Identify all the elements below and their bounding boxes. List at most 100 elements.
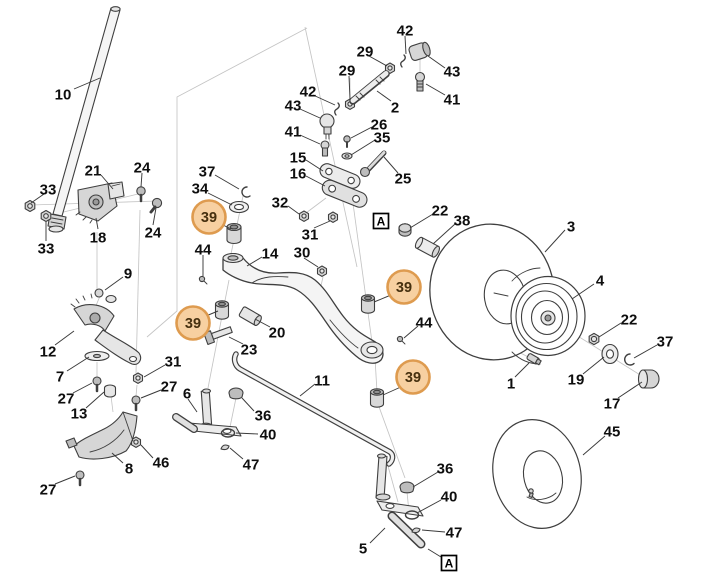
part-label-26: 26 [371, 117, 388, 134]
part-label-47: 47 [243, 457, 260, 474]
leader-line-27-38 [72, 382, 93, 394]
highlighted-part-label-39: 39 [405, 370, 421, 386]
part-label-36: 36 [255, 408, 272, 425]
leader-line-43-15 [299, 108, 321, 119]
part-label-33: 33 [38, 241, 55, 258]
part-32-nut [298, 210, 310, 222]
leader-line-38-27 [432, 223, 456, 245]
part-label-43: 43 [444, 64, 461, 81]
part-label-17: 17 [604, 396, 621, 413]
leader-line-42-14 [312, 94, 336, 106]
leader-line-12-36 [54, 330, 75, 346]
leader-line-13-39 [85, 391, 105, 409]
part-38-spacer [414, 236, 441, 258]
leader-line-4-29 [571, 283, 595, 300]
part-label-11: 11 [314, 373, 330, 390]
leader-line-19-52 [582, 356, 605, 375]
leader-line-26-23 [350, 126, 373, 139]
highlight-circle-39 [191, 199, 227, 235]
part-label-7: 7 [56, 369, 64, 386]
highlighted-part-label-39: 39 [396, 280, 412, 296]
part-label-13: 13 [71, 406, 88, 423]
part-18-steering-bracket [75, 182, 118, 224]
leader-line-42-20 [404, 35, 407, 55]
part-label-2: 2 [391, 100, 399, 117]
part-1-valve [526, 353, 542, 366]
part-22-cap [398, 223, 412, 237]
leader-line-3-28 [544, 229, 566, 253]
part-42-pins [334, 54, 406, 116]
part-label-8: 8 [125, 461, 133, 478]
part-label-18: 18 [90, 230, 107, 247]
leader-line-41-22 [425, 83, 446, 96]
part-47-clips [220, 444, 421, 534]
leader-line-29-18 [348, 75, 351, 100]
leader-line-7-37 [66, 356, 90, 372]
part-44-rivets [198, 275, 406, 345]
part-label-34: 34 [192, 181, 209, 198]
leader-line-9-7 [104, 276, 124, 291]
part-36-caps [228, 387, 415, 494]
leader-line-40-57 [416, 499, 442, 514]
part-label-22: 22 [621, 312, 638, 329]
part-10-steering-shaft [47, 6, 121, 233]
leader-line-24-5 [152, 207, 157, 226]
leader-line-37-8 [214, 174, 240, 190]
leader-line-30-33 [303, 257, 319, 268]
part-label-25: 25 [395, 171, 412, 188]
part-34-washer [228, 200, 250, 214]
leader-line-14-32 [246, 256, 263, 267]
leader-line-40-45 [235, 432, 259, 435]
highlighted-part-label-39: 39 [201, 210, 217, 226]
parts-artwork [24, 6, 660, 549]
reference-marker-box-1 [440, 554, 458, 572]
leader-line-44-31 [403, 325, 419, 339]
highlighted-labels: 39 39 39 39 [175, 199, 431, 395]
leader-line-32-10 [287, 205, 300, 215]
part-label-37: 37 [199, 164, 216, 181]
part-label-33: 33 [40, 182, 57, 199]
leader-line-highlight-1 [373, 294, 392, 303]
part-14-axle-beam [222, 252, 384, 364]
leader-line-11-43 [299, 383, 316, 397]
part-45-inner-tube [492, 419, 582, 529]
part-label-27: 27 [40, 482, 57, 499]
leader-line-5-59 [369, 527, 386, 544]
part-label-22: 22 [432, 203, 449, 220]
reference-plane-outline [146, 27, 308, 338]
part-label-27: 27 [58, 391, 75, 408]
leader-line-15-12 [305, 159, 324, 172]
leader-lines [30, 35, 658, 544]
leader-line-37-51 [633, 344, 658, 359]
highlight-circle-39 [175, 305, 211, 341]
leader-line-6-42 [187, 398, 198, 413]
part-label-29: 29 [339, 63, 356, 80]
leader-line-27-41 [140, 389, 162, 399]
part-label-19: 19 [568, 372, 585, 389]
part-label-20: 20 [269, 325, 286, 342]
part-5-spindle-right [375, 453, 426, 549]
reference-marker-label-1: A [445, 556, 454, 570]
part-label-10: 10 [55, 87, 72, 104]
part-label-24: 24 [134, 160, 151, 177]
part-6-spindle-left [172, 388, 242, 437]
part-label-32: 32 [272, 195, 289, 212]
leader-line-31-40 [143, 364, 166, 378]
part-label-9: 9 [124, 266, 132, 283]
part-label-4: 4 [596, 273, 605, 290]
part-label-41: 41 [285, 124, 302, 141]
part-9-bushing [94, 288, 117, 304]
part-label-45: 45 [604, 424, 621, 441]
part-26-screw [343, 135, 351, 148]
highlighted-part-label-39: 39 [185, 316, 201, 332]
part-22-nut [588, 332, 600, 346]
leader-line-17-53 [617, 381, 643, 399]
part-21-bracket [107, 181, 125, 200]
leader-line-47-58 [421, 529, 446, 533]
reference-marker-box-0 [372, 212, 390, 230]
leader-line-21-3 [100, 174, 114, 190]
part-label-43: 43 [285, 98, 302, 115]
part-label-41: 41 [444, 92, 461, 109]
part-label-40: 40 [441, 489, 458, 506]
leader-line-22-26 [409, 213, 434, 229]
